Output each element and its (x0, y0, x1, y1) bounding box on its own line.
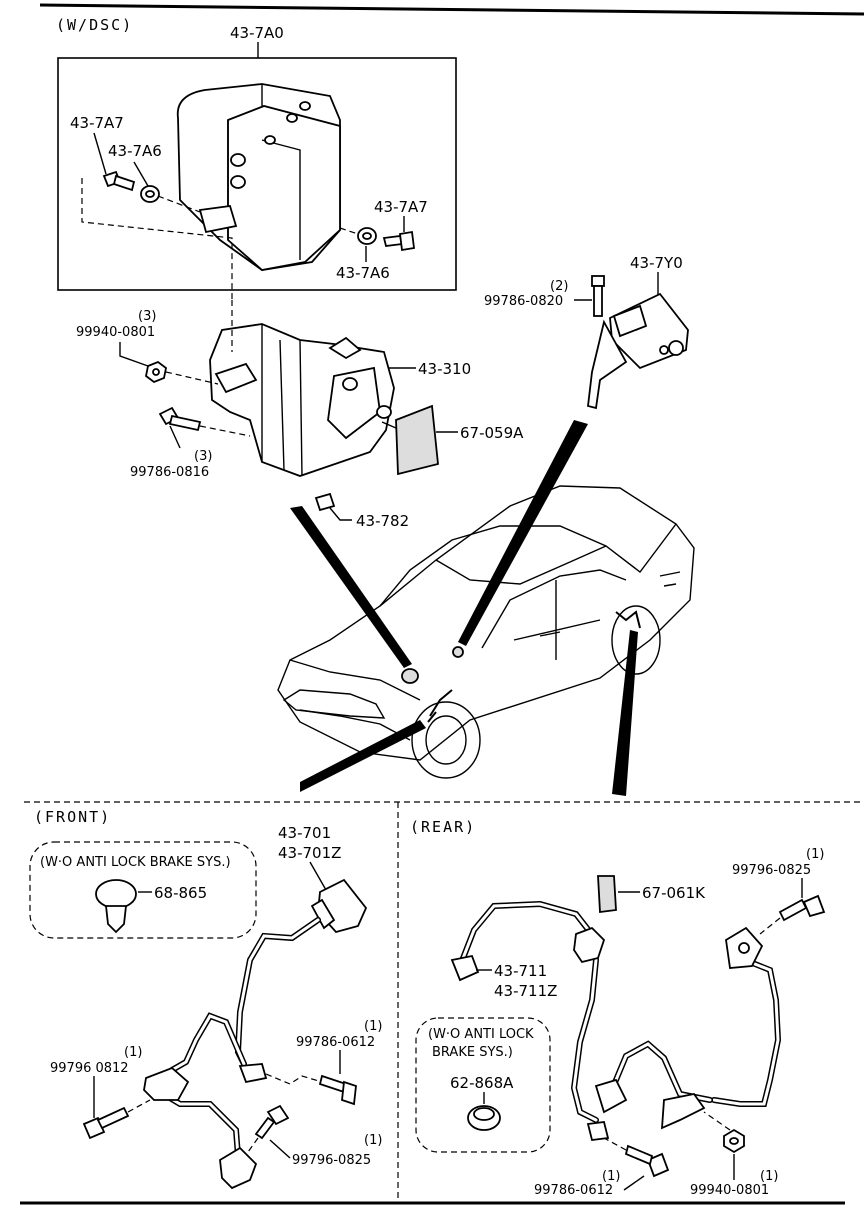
hu-unit-frame (57, 57, 457, 291)
bolt-0612-rear (624, 1144, 670, 1178)
label-sensor-7y0: 43-7Y0 (630, 254, 683, 272)
label-plug-868a: 62-868A (450, 1074, 514, 1092)
label-hu-unit: 43-7A0 (230, 24, 284, 42)
bolt-a7-right (382, 230, 416, 252)
label-plug-865: 68-865 (154, 884, 207, 902)
bolt-0816 (158, 406, 202, 432)
bush-a6-right (357, 227, 377, 245)
label-061k-sticker (597, 875, 617, 914)
bolt-0825-rear (778, 894, 826, 922)
plug-865 (95, 879, 137, 934)
rear-note-box (415, 1017, 551, 1153)
bolt-a7-left (102, 170, 136, 192)
clip-782 (314, 492, 336, 512)
bolt-0812 (82, 1106, 130, 1140)
label-front-sensor-1: 43-701 (278, 824, 331, 842)
label-bush-a6-right: 43-7A6 (336, 264, 390, 282)
bolt-0825-front (254, 1104, 290, 1140)
label-nut-0801: 99940-0801 (76, 325, 155, 340)
label-bolt-0812-qty: (1) (124, 1045, 142, 1060)
label-front-sensor-2: 43-701Z (278, 844, 341, 862)
label-rear-sensor-2: 43-711Z (494, 982, 557, 1000)
yaw-sensor (587, 292, 689, 410)
label-bolt-0612-front-qty: (1) (364, 1019, 382, 1034)
label-bolt-0820: 99786-0820 (484, 294, 563, 309)
label-bolt-0612-rear: 99786-0612 (534, 1183, 613, 1198)
pointer-beam-hu (290, 506, 412, 668)
nut-0801-rear (723, 1128, 745, 1154)
bracket-310 (209, 323, 395, 477)
pointer-beam-rear (612, 630, 638, 796)
plug-868a (467, 1105, 501, 1131)
pointer-beam-front (300, 720, 426, 792)
variant-header: (W/DSC) (56, 16, 133, 34)
label-bolt-0612-front: 99786-0612 (296, 1035, 375, 1050)
label-bolt-0812: 99796 0812 (50, 1061, 129, 1076)
label-nut-0801-qty: (3) (138, 309, 156, 324)
label-bracket-310: 43-310 (418, 360, 471, 378)
bolt-0820 (591, 275, 605, 317)
label-061k: 67-061K (642, 884, 706, 902)
top-border (39, 3, 864, 16)
section-rear-title: (REAR) (410, 818, 476, 836)
label-bush-a6-left: 43-7A6 (108, 142, 162, 160)
label-bolt-0820-qty: (2) (550, 279, 568, 294)
rear-wheel-speed-sensor-harness (450, 900, 782, 1141)
nut-0801 (145, 360, 167, 384)
bolt-0612-front (318, 1074, 357, 1106)
rear-note-line2: BRAKE SYS.) (432, 1045, 513, 1060)
rear-note-line1: (W·O ANTI LOCK (428, 1027, 534, 1042)
bush-a6-left (140, 185, 160, 203)
label-bolt-0825-front-qty: (1) (364, 1133, 382, 1148)
label-bolt-0825-front: 99796-0825 (292, 1153, 371, 1168)
label-pad-059a: 67-059A (460, 424, 524, 442)
label-clip-782: 43-782 (356, 512, 409, 530)
front-note-text: (W·O ANTI LOCK BRAKE SYS.) (40, 855, 231, 870)
section-front-title: (FRONT) (34, 808, 111, 826)
label-rear-sensor-1: 43-711 (494, 962, 547, 980)
label-bolt-0825-rear: 99796-0825 (732, 863, 811, 878)
pad-059a (395, 404, 439, 476)
pointer-beam-sensor (458, 420, 588, 646)
label-nut-0801-rear: 99940-0801 (690, 1183, 769, 1198)
label-nut-0801-rear-qty: (1) (760, 1169, 778, 1184)
label-bolt-0816-qty: (3) (194, 449, 212, 464)
label-bolt-0816: 99786-0816 (130, 465, 209, 480)
label-bolt-0825-rear-qty: (1) (806, 847, 824, 862)
front-note-box (29, 841, 257, 939)
label-bolt-a7-right: 43-7A7 (374, 198, 428, 216)
label-bolt-0612-rear-qty: (1) (602, 1169, 620, 1184)
hydraulic-unit (176, 83, 341, 271)
label-bolt-a7-left: 43-7A7 (70, 114, 124, 132)
front-wheel-speed-sensor-harness (143, 878, 368, 1190)
